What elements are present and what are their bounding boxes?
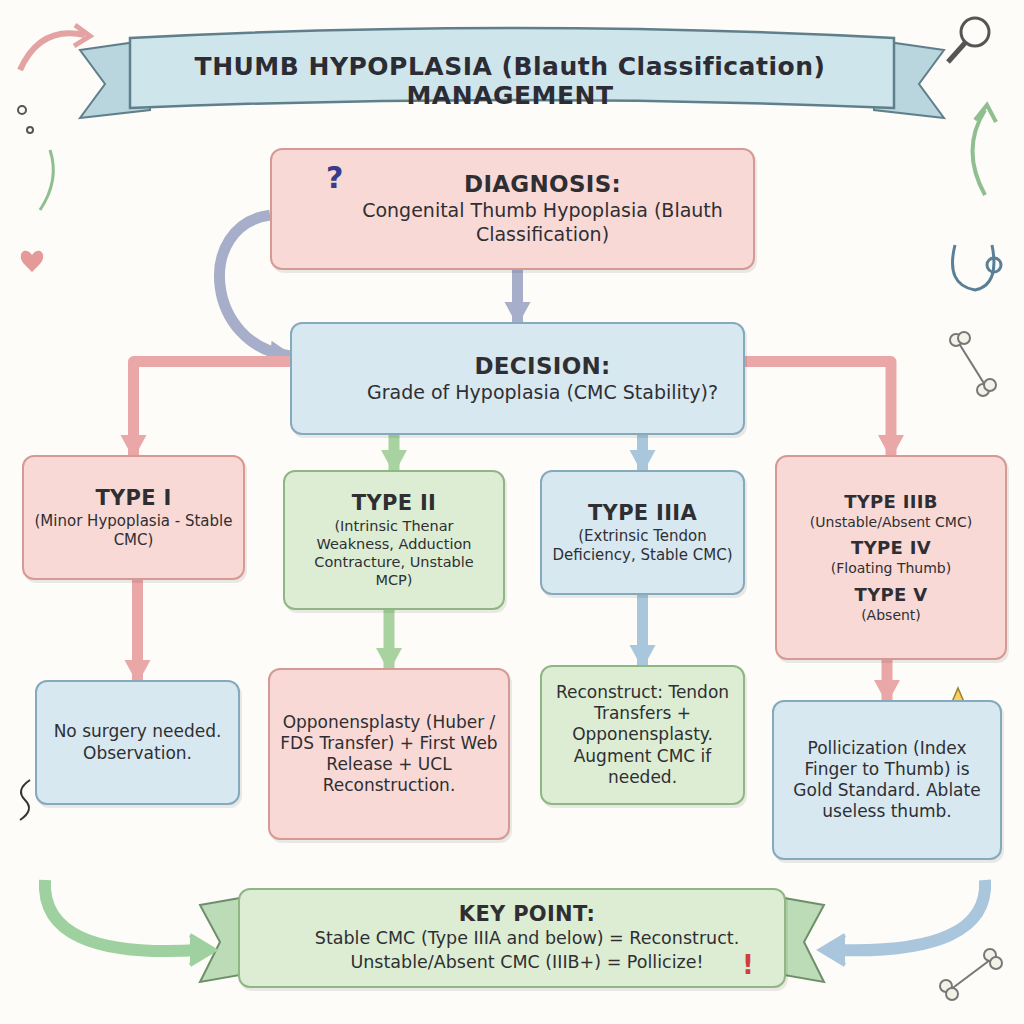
process-box: Reconstruct: Tendon Transfers + Opponens… (540, 665, 745, 805)
box-heading: TYPE IIIB (844, 491, 938, 512)
dot-doodle (18, 106, 26, 114)
box-text: (Intrinsic Thenar Weakness, Adduction Co… (295, 517, 493, 590)
diagram-title: THUMB HYPOPLASIA (Blauth Classification)… (150, 52, 870, 110)
symbol-label: ! (742, 950, 754, 980)
process-box: No surgery needed. Observation. (35, 680, 240, 805)
box-text: (Extrinsic Tendon Deficiency, Stable CMC… (552, 527, 733, 565)
flow-arrow (132, 580, 143, 680)
box-text: Opponensplasty (Huber / FDS Transfer) + … (280, 712, 498, 797)
dot-doodle (27, 127, 33, 133)
flow-arrow (745, 362, 891, 455)
process-box: TYPE IIIB (Unstable/Absent CMC) TYPE IV (Fl… (775, 455, 1007, 660)
magnifier-icon (961, 18, 989, 46)
box-heading: KEY POINT: (459, 902, 595, 926)
doodle-arrow (975, 105, 996, 122)
process-box: Opponensplasty (Huber / FDS Transfer) + … (268, 668, 510, 840)
box-text: (Absent) (861, 607, 921, 625)
box-heading: TYPE V (855, 584, 928, 605)
box-heading: TYPE I (95, 486, 171, 510)
flow-arrow (384, 610, 395, 668)
bone-icon (940, 949, 1002, 1000)
flow-arrow (637, 595, 648, 665)
doodle-arrow (20, 33, 85, 70)
heart-doodle (21, 251, 43, 272)
doodle-arrow (74, 25, 90, 46)
ribbon-tail (784, 898, 824, 982)
box-text: Unstable/Absent CMC (IIIB+) = Pollicize! (350, 952, 703, 974)
stethoscope-icon (987, 258, 1001, 272)
doodle-arrow (820, 935, 845, 965)
symbol-label: ? (326, 160, 343, 195)
flow-arrow (512, 270, 523, 322)
box-text: (Unstable/Absent CMC) (810, 514, 972, 532)
decision-box: DECISION:Grade of Hypoplasia (CMC Stabil… (290, 322, 745, 435)
flow-arrow (882, 660, 893, 700)
box-text: (Minor Hypoplasia - Stable CMC) (34, 512, 233, 550)
box-text: Stable CMC (Type IIIA and below) = Recon… (315, 928, 739, 950)
box-text: No surgery needed. Observation. (47, 721, 228, 764)
box-text: Congenital Thumb Hypoplasia (Blauth Clas… (342, 199, 743, 247)
box-text: (Floating Thumb) (831, 560, 951, 578)
squiggle-doodle (20, 780, 30, 820)
process-box: TYPE IIIA(Extrinsic Tendon Deficiency, S… (540, 470, 745, 595)
doodle-arrow (40, 150, 53, 210)
process-box: TYPE I(Minor Hypoplasia - Stable CMC) (22, 455, 245, 580)
bone-icon (950, 332, 996, 396)
box-heading: DECISION: (474, 353, 610, 379)
doodle-arrow (835, 880, 985, 950)
box-heading: TYPE IIIA (588, 501, 697, 525)
box-text: Reconstruct: Tendon Transfers + Opponens… (552, 682, 733, 788)
key-point-band: KEY POINT:Stable CMC (Type IIIA and belo… (238, 888, 786, 988)
doodle-arrow (973, 110, 986, 195)
process-box: TYPE II(Intrinsic Thenar Weakness, Adduc… (283, 470, 505, 610)
box-heading: TYPE IV (851, 537, 931, 558)
box-heading: TYPE II (352, 491, 436, 515)
process-box: Pollicization (Index Finger to Thumb) is… (772, 700, 1002, 860)
flow-arrow (134, 362, 291, 455)
ribbon-tail (200, 898, 240, 982)
box-text: Pollicization (Index Finger to Thumb) is… (784, 738, 990, 823)
flow-arrow (637, 435, 648, 470)
doodle-arrow (45, 880, 200, 951)
flow-arrow (389, 435, 400, 470)
magnifier-icon (948, 43, 965, 62)
doodle-arrow (190, 935, 215, 965)
box-text: Grade of Hypoplasia (CMC Stability)? (367, 381, 718, 405)
box-heading: DIAGNOSIS: (464, 171, 621, 197)
